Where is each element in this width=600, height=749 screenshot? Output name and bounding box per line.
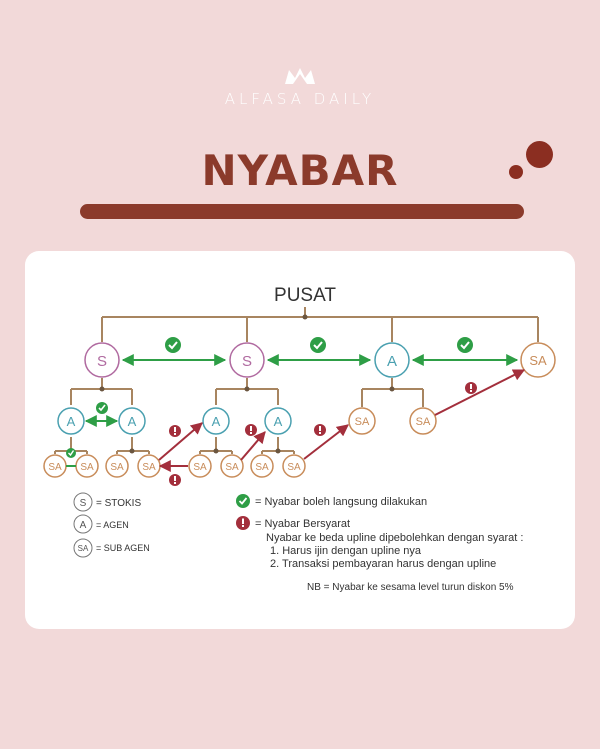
svg-text:SA: SA	[225, 462, 239, 473]
svg-text:SA: SA	[193, 462, 207, 473]
legend-agen: A = AGEN	[73, 514, 129, 534]
junction-dots	[68, 314, 395, 454]
exclamation-icon	[245, 424, 257, 436]
svg-text:S: S	[80, 498, 87, 509]
check-icon	[96, 402, 108, 414]
condition-2: 2. Transaksi pembayaran harus dengan upl…	[270, 558, 496, 570]
condition-1: 1. Harus ijin dengan upline nya	[270, 545, 422, 557]
svg-text:SA: SA	[287, 462, 301, 473]
svg-text:SA: SA	[416, 416, 431, 428]
legend-conditional: = Nyabar Bersyarat	[236, 516, 350, 530]
agen-node: A	[202, 407, 230, 435]
legend-stokis: S = STOKIS	[73, 492, 141, 512]
svg-text:S: S	[242, 353, 252, 370]
brand-name: ALFASA DAILY	[224, 90, 376, 108]
nyabar-diagram: PUSAT	[43, 285, 556, 593]
sub-agen-node: SA	[188, 454, 212, 478]
svg-text:A: A	[387, 353, 397, 370]
svg-text:A: A	[80, 520, 87, 531]
sub-agen-node: SA	[348, 407, 376, 435]
sub-agen-node: SA	[43, 454, 67, 478]
arrow-conditional-sa-sa	[434, 369, 526, 416]
svg-text:SA: SA	[80, 462, 94, 473]
sub-agen-node: SA	[220, 454, 244, 478]
svg-text:SA: SA	[142, 462, 156, 473]
decorative-dot-large	[526, 141, 553, 168]
note: NB = Nyabar ke sesama level turun diskon…	[307, 582, 514, 593]
crown-logo-icon	[285, 68, 315, 84]
svg-text:= Nyabar Bersyarat: = Nyabar Bersyarat	[255, 518, 350, 530]
sub-agen-node: SA	[137, 454, 161, 478]
agen-node: A	[264, 407, 292, 435]
svg-text:A: A	[212, 414, 221, 429]
svg-text:SA: SA	[48, 462, 62, 473]
svg-text:SA: SA	[255, 462, 269, 473]
arrow-conditional	[158, 422, 203, 461]
svg-text:= SUB AGEN: = SUB AGEN	[96, 543, 150, 553]
check-icon	[310, 337, 326, 353]
sub-agen-node: SA	[105, 454, 129, 478]
svg-text:SA: SA	[78, 544, 89, 553]
sub-agen-node: SA	[75, 454, 99, 478]
check-icon	[457, 337, 473, 353]
svg-text:A: A	[274, 414, 283, 429]
sub-agen-node: SA	[250, 454, 274, 478]
agen-node: A	[118, 407, 146, 435]
title-underline-bar	[80, 204, 524, 219]
legend-sub-agen: SA = SUB AGEN	[73, 538, 150, 558]
svg-text:= STOKIS: = STOKIS	[96, 498, 141, 509]
exclamation-icon	[169, 474, 181, 486]
exclamation-icon	[169, 425, 181, 437]
svg-text:SA: SA	[529, 353, 547, 368]
legend-allowed: = Nyabar boleh langsung dilakukan	[236, 494, 427, 508]
exclamation-icon	[465, 382, 477, 394]
conditional-description: Nyabar ke beda upline dipebolehkan denga…	[266, 532, 523, 544]
svg-text:SA: SA	[110, 462, 124, 473]
svg-text:A: A	[67, 414, 76, 429]
stokis-node-2: S	[229, 342, 265, 378]
stokis-node-1: S	[84, 342, 120, 378]
sub-agen-node-top: SA	[520, 342, 556, 378]
svg-text:A: A	[128, 414, 137, 429]
exclamation-icon	[314, 424, 326, 436]
svg-text:S: S	[97, 353, 107, 370]
svg-text:= AGEN: = AGEN	[96, 520, 129, 530]
arrow-conditional	[240, 431, 266, 461]
agen-node: A	[57, 407, 85, 435]
svg-text:= Nyabar boleh langsung dilaku: = Nyabar boleh langsung dilakukan	[255, 496, 427, 508]
arrow-conditional	[303, 424, 349, 460]
agen-node-top: A	[374, 342, 410, 378]
svg-text:SA: SA	[355, 416, 370, 428]
sub-agen-node: SA	[409, 407, 437, 435]
root-node-label: PUSAT	[274, 285, 336, 306]
check-icon	[66, 448, 76, 458]
page-title: NYABAR	[201, 146, 399, 195]
check-icon	[165, 337, 181, 353]
decorative-dot-small	[509, 165, 523, 179]
diagram-card: PUSAT	[25, 251, 575, 629]
sub-agen-node: SA	[282, 454, 306, 478]
brand-logo: ALFASA DAILY	[0, 66, 600, 108]
